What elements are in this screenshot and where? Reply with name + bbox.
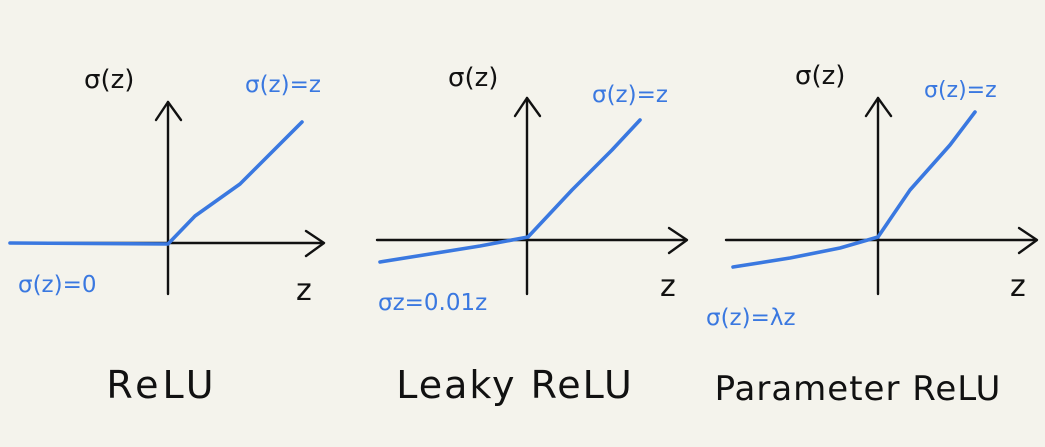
x-axis-arrow-head	[304, 229, 326, 258]
y-axis-arrow-head	[513, 96, 542, 118]
panel-relu: σ(z) z σ(z)=z σ(z)=0 ReLU	[8, 65, 326, 407]
x-axis-label: z	[660, 269, 676, 304]
x-axis-arrow-head	[1017, 226, 1039, 255]
y-axis-label: σ(z)	[795, 61, 845, 91]
relu-curve	[8, 120, 304, 246]
panel-title: Parameter ReLU	[715, 369, 1002, 409]
positive-annotation: σ(z)=z	[924, 78, 997, 103]
x-axis-arrow-head	[667, 226, 689, 255]
panel-title: Leaky ReLU	[396, 363, 634, 407]
negative-annotation: σ(z)=0	[18, 272, 97, 298]
y-axis-arrow-head	[154, 100, 183, 122]
panel-leaky-relu: σ(z) z σ(z)=z σz=0.01z Leaky ReLU	[375, 63, 689, 407]
panel-parameter-relu: σ(z) z σ(z)=z σ(z)=λz Parameter ReLU	[706, 61, 1039, 409]
leaky-relu-curve	[378, 118, 642, 264]
negative-annotation: σ(z)=λz	[706, 305, 796, 331]
y-axis-label: σ(z)	[84, 65, 134, 95]
x-axis-label: z	[296, 273, 312, 308]
parameter-relu-curve	[731, 110, 977, 269]
negative-annotation: σz=0.01z	[378, 290, 487, 316]
y-axis-label: σ(z)	[448, 63, 498, 93]
panel-title: ReLU	[106, 363, 217, 407]
x-axis-label: z	[1010, 269, 1026, 304]
positive-annotation: σ(z)=z	[592, 82, 668, 108]
y-axis-arrow-head	[864, 96, 893, 118]
positive-annotation: σ(z)=z	[245, 72, 321, 98]
